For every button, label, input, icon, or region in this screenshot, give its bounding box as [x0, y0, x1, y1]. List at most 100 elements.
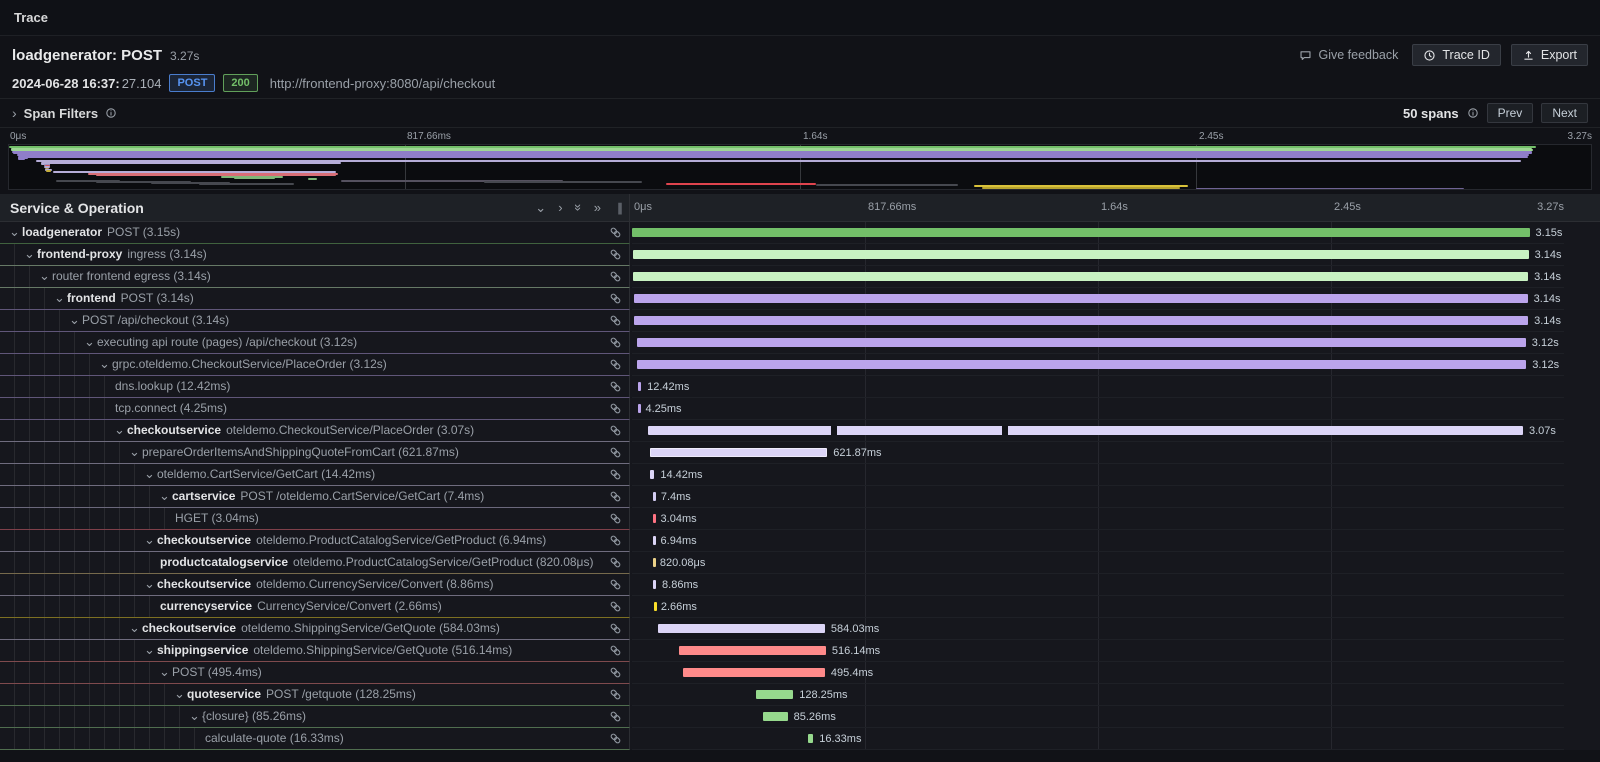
span-name-cell[interactable]: ⌄ POST (495.4ms) — [0, 662, 630, 684]
span-link-icon[interactable] — [609, 424, 622, 442]
span-row[interactable]: ⌄ currencyservice CurrencyService/Conver… — [0, 596, 1600, 618]
span-name-cell[interactable]: ⌄ cartservice POST /oteldemo.CartService… — [0, 486, 630, 508]
span-bar[interactable] — [653, 602, 657, 611]
span-bar[interactable] — [652, 536, 656, 545]
span-link-icon[interactable] — [609, 666, 622, 684]
span-count-info-icon[interactable] — [1467, 107, 1479, 119]
span-link-icon[interactable] — [609, 688, 622, 706]
caret-down-icon[interactable]: ⌄ — [189, 708, 200, 723]
span-timeline-cell[interactable]: 8.86ms — [632, 574, 1564, 596]
span-timeline-cell[interactable]: 3.07s — [632, 420, 1564, 442]
span-bar[interactable] — [637, 382, 642, 391]
span-timeline-cell[interactable]: 516.14ms — [632, 640, 1564, 662]
export-button[interactable]: Export — [1510, 44, 1588, 66]
span-name-cell[interactable]: ⌄ checkoutservice oteldemo.CurrencyServi… — [0, 574, 630, 596]
span-row[interactable]: ⌄ {closure} (85.26ms) 85.26ms — [0, 706, 1600, 728]
span-link-icon[interactable] — [609, 534, 622, 552]
span-bar[interactable] — [652, 492, 656, 501]
span-row[interactable]: ⌄ oteldemo.CartService/GetCart (14.42ms)… — [0, 464, 1600, 486]
span-timeline-cell[interactable]: 3.12s — [632, 354, 1564, 376]
span-link-icon[interactable] — [609, 512, 622, 530]
span-row[interactable]: ⌄ cartservice POST /oteldemo.CartService… — [0, 486, 1600, 508]
caret-down-icon[interactable]: ⌄ — [24, 246, 35, 261]
span-bar[interactable] — [763, 712, 788, 721]
span-name-cell[interactable]: ⌄ currencyservice CurrencyService/Conver… — [0, 596, 630, 618]
span-link-icon[interactable] — [609, 600, 622, 618]
span-bar[interactable] — [652, 558, 656, 567]
span-row[interactable]: ⌄ prepareOrderItemsAndShippingQuoteFromC… — [0, 442, 1600, 464]
span-link-icon[interactable] — [609, 358, 622, 376]
span-row[interactable]: ⌄ checkoutservice oteldemo.CurrencyServi… — [0, 574, 1600, 596]
trace-id-button[interactable]: Trace ID — [1412, 44, 1501, 66]
span-link-icon[interactable] — [609, 644, 622, 662]
span-timeline-cell[interactable]: 12.42ms — [632, 376, 1564, 398]
span-name-cell[interactable]: ⌄ productcatalogservice oteldemo.Product… — [0, 552, 630, 574]
span-name-cell[interactable]: ⌄ HGET (3.04ms) — [0, 508, 630, 530]
filters-collapse-icon[interactable]: › — [12, 105, 17, 121]
span-bar[interactable] — [647, 426, 1523, 435]
span-link-icon[interactable] — [609, 490, 622, 508]
span-name-cell[interactable]: ⌄ checkoutservice oteldemo.ShippingServi… — [0, 618, 630, 640]
prev-button[interactable]: Prev — [1486, 103, 1534, 123]
span-bar[interactable] — [678, 646, 826, 655]
caret-down-icon[interactable]: ⌄ — [129, 444, 140, 459]
span-row[interactable]: ⌄ frontend POST (3.14s) 3.14s — [0, 288, 1600, 310]
span-bar[interactable] — [632, 250, 1529, 259]
caret-down-icon[interactable]: ⌄ — [39, 268, 50, 283]
span-link-icon[interactable] — [609, 710, 622, 728]
caret-down-icon[interactable]: ⌄ — [174, 686, 185, 701]
next-button[interactable]: Next — [1541, 103, 1588, 123]
span-link-icon[interactable] — [609, 336, 622, 354]
span-bar[interactable] — [634, 316, 1529, 325]
span-row[interactable]: ⌄ checkoutservice oteldemo.ShippingServi… — [0, 618, 1600, 640]
caret-down-icon[interactable]: ⌄ — [54, 290, 65, 305]
span-row[interactable]: ⌄ checkoutservice oteldemo.ProductCatalo… — [0, 530, 1600, 552]
span-bar[interactable] — [632, 228, 1530, 237]
span-bar[interactable] — [650, 470, 655, 479]
span-timeline-cell[interactable]: 3.04ms — [632, 508, 1564, 530]
span-bar[interactable] — [637, 404, 641, 413]
span-name-cell[interactable]: ⌄ shippingservice oteldemo.ShippingServi… — [0, 640, 630, 662]
span-timeline-cell[interactable]: 3.14s — [632, 244, 1564, 266]
caret-down-icon[interactable]: ⌄ — [9, 224, 20, 239]
span-timeline-cell[interactable]: 3.14s — [632, 310, 1564, 332]
column-resize-handle[interactable]: ∥ — [617, 200, 623, 215]
span-name-cell[interactable]: ⌄ oteldemo.CartService/GetCart (14.42ms) — [0, 464, 630, 486]
span-row[interactable]: ⌄ frontend-proxy ingress (3.14s) 3.14s — [0, 244, 1600, 266]
span-timeline-cell[interactable]: 3.12s — [632, 332, 1564, 354]
span-row[interactable]: ⌄ tcp.connect (4.25ms) 4.25ms — [0, 398, 1600, 420]
span-link-icon[interactable] — [609, 732, 622, 750]
span-bar[interactable] — [650, 448, 828, 457]
span-timeline-cell[interactable]: 14.42ms — [632, 464, 1564, 486]
span-link-icon[interactable] — [609, 556, 622, 574]
span-timeline-cell[interactable]: 6.94ms — [632, 530, 1564, 552]
give-feedback-button[interactable]: Give feedback — [1295, 45, 1402, 65]
span-name-cell[interactable]: ⌄ executing api route (pages) /api/check… — [0, 332, 630, 354]
span-bar[interactable] — [658, 624, 825, 633]
span-timeline-cell[interactable]: 584.03ms — [632, 618, 1564, 640]
span-link-icon[interactable] — [609, 622, 622, 640]
span-name-cell[interactable]: ⌄ quoteservice POST /getquote (128.25ms) — [0, 684, 630, 706]
span-row[interactable]: ⌄ grpc.oteldemo.CheckoutService/PlaceOrd… — [0, 354, 1600, 376]
span-timeline-cell[interactable]: 3.14s — [632, 266, 1564, 288]
span-row[interactable]: ⌄ productcatalogservice oteldemo.Product… — [0, 552, 1600, 574]
span-link-icon[interactable] — [609, 468, 622, 486]
caret-down-icon[interactable]: ⌄ — [144, 642, 155, 657]
span-name-cell[interactable]: ⌄ tcp.connect (4.25ms) — [0, 398, 630, 420]
caret-down-icon[interactable]: ⌄ — [69, 312, 80, 327]
span-row[interactable]: ⌄ loadgenerator POST (3.15s) 3.15s — [0, 222, 1600, 244]
span-row[interactable]: ⌄ shippingservice oteldemo.ShippingServi… — [0, 640, 1600, 662]
filters-info-icon[interactable] — [105, 107, 117, 119]
span-timeline-cell[interactable]: 3.15s — [632, 222, 1564, 244]
span-link-icon[interactable] — [609, 292, 622, 310]
span-name-cell[interactable]: ⌄ checkoutservice oteldemo.CheckoutServi… — [0, 420, 630, 442]
span-filters-label[interactable]: Span Filters — [23, 105, 99, 121]
span-row[interactable]: ⌄ calculate-quote (16.33ms) 16.33ms — [0, 728, 1600, 750]
span-timeline-cell[interactable]: 2.66ms — [632, 596, 1564, 618]
span-link-icon[interactable] — [609, 446, 622, 464]
span-row[interactable]: ⌄ POST (495.4ms) 495.4ms — [0, 662, 1600, 684]
span-row[interactable]: ⌄ router frontend egress (3.14s) 3.14s — [0, 266, 1600, 288]
caret-down-icon[interactable]: ⌄ — [84, 334, 95, 349]
span-bar[interactable] — [808, 734, 814, 743]
